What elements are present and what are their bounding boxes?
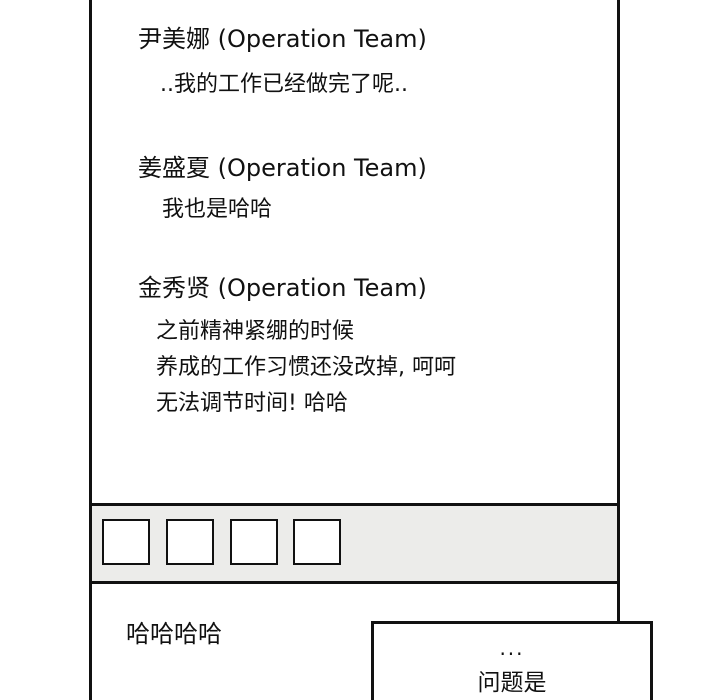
narration-text: 问题是 <box>477 670 547 696</box>
message-body: 之前精神紧绷的时候 养成的工作习惯还没改掉, 呵呵 无法调节时间! 哈哈 <box>138 314 456 422</box>
chat-window: 尹美娜 (Operation Team) ..我的工作已经做完了呢.. 姜盛夏 … <box>89 0 620 700</box>
message-line: 养成的工作习惯还没改掉, 呵呵 <box>156 355 456 380</box>
message-item: 姜盛夏 (Operation Team) 我也是哈哈 <box>138 152 427 228</box>
message-line: 之前精神紧绷的时候 <box>156 319 355 344</box>
input-bar <box>92 506 617 581</box>
input-key[interactable] <box>293 519 341 565</box>
message-line: 无法调节时间! 哈哈 <box>156 391 348 416</box>
message-item: 金秀贤 (Operation Team) 之前精神紧绷的时候 养成的工作习惯还没… <box>138 272 456 422</box>
message-item: 尹美娜 (Operation Team) ..我的工作已经做完了呢.. <box>138 23 427 103</box>
message-body: 我也是哈哈 <box>138 192 427 228</box>
message-sender: 姜盛夏 (Operation Team) <box>138 154 427 182</box>
narration-ellipsis: ... <box>499 636 525 660</box>
message-sender: 金秀贤 (Operation Team) <box>138 274 427 302</box>
message-sender: 尹美娜 (Operation Team) <box>138 25 427 53</box>
message-list: 尹美娜 (Operation Team) ..我的工作已经做完了呢.. 姜盛夏 … <box>92 0 617 503</box>
input-key[interactable] <box>166 519 214 565</box>
divider-line <box>92 581 617 584</box>
message-line: ..我的工作已经做完了呢.. <box>160 72 408 97</box>
message-line: 我也是哈哈 <box>162 197 273 222</box>
input-key[interactable] <box>102 519 150 565</box>
divider-line <box>92 503 617 506</box>
reply-text: 哈哈哈哈 <box>126 620 222 648</box>
narration-box: ... 问题是 <box>371 621 653 700</box>
input-key[interactable] <box>230 519 278 565</box>
message-body: ..我的工作已经做完了呢.. <box>138 67 427 103</box>
